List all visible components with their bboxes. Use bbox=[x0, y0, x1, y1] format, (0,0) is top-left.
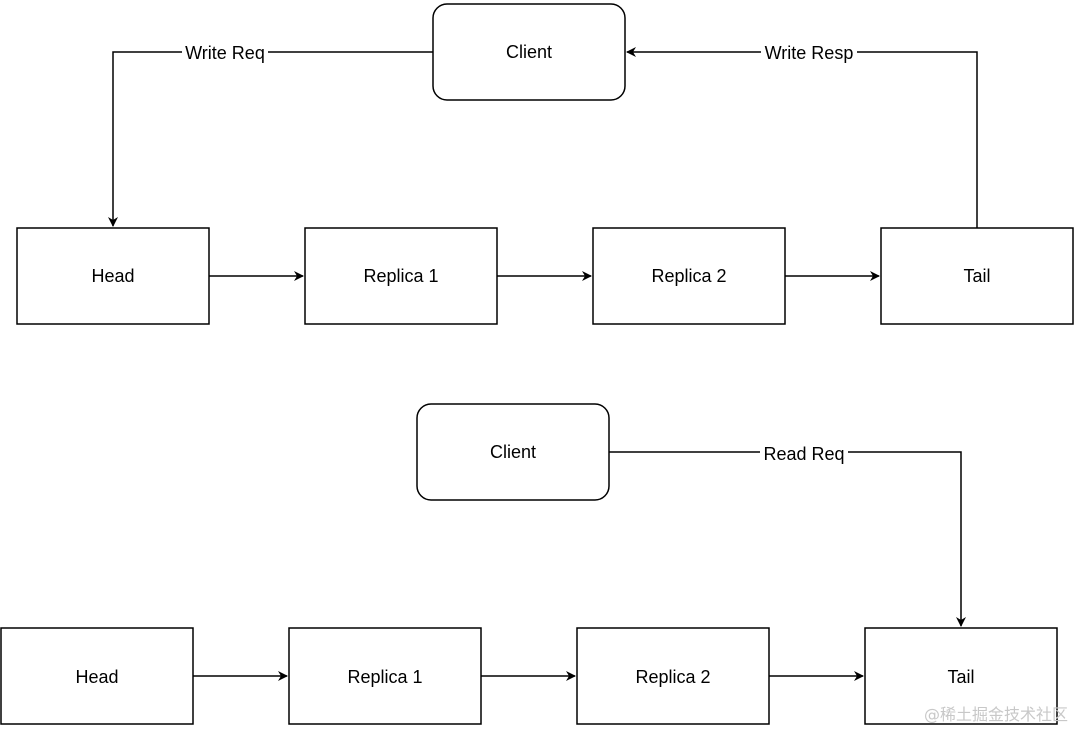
watermark-text: @稀土掘金技术社区 bbox=[924, 705, 1068, 724]
top-replica1-node[interactable]: Replica 1 bbox=[304, 227, 498, 325]
bottom-read-req-label-bg bbox=[760, 442, 848, 464]
bottom-read-req-label: Read Req bbox=[763, 444, 844, 464]
top-write-resp-edge bbox=[626, 47, 978, 228]
top-replica2-node[interactable]: Replica 2 bbox=[592, 227, 786, 325]
top-write-resp-label-bg bbox=[761, 42, 857, 64]
top-client-node[interactable]: Client bbox=[432, 3, 626, 101]
bottom-replica2-node[interactable]: Replica 2 bbox=[576, 627, 770, 725]
top-write-resp-label: Write Resp bbox=[765, 43, 854, 63]
bottom-client-node[interactable]: Client bbox=[416, 403, 610, 501]
bottom-read-req-edge bbox=[609, 451, 966, 627]
top-client-label: Client bbox=[506, 42, 552, 62]
top-head-label: Head bbox=[91, 266, 134, 286]
top-tail-label: Tail bbox=[963, 266, 990, 286]
bottom-head-node[interactable]: Head bbox=[0, 627, 194, 725]
top-replica1-label: Replica 1 bbox=[363, 266, 438, 286]
top-head-node[interactable]: Head bbox=[16, 227, 210, 325]
top-write-req-label-bg bbox=[182, 42, 268, 64]
top-replica2-label: Replica 2 bbox=[651, 266, 726, 286]
bottom-replica1-node[interactable]: Replica 1 bbox=[288, 627, 482, 725]
bottom-client-label: Client bbox=[490, 442, 536, 462]
bottom-head-label: Head bbox=[75, 667, 118, 687]
bottom-replica2-label: Replica 2 bbox=[635, 667, 710, 687]
bottom-tail-node[interactable]: Tail bbox=[864, 627, 1058, 725]
top-tail-node[interactable]: Tail bbox=[880, 227, 1074, 325]
top-write-req-label: Write Req bbox=[185, 43, 265, 63]
bottom-tail-label: Tail bbox=[947, 667, 974, 687]
bottom-replica1-label: Replica 1 bbox=[347, 667, 422, 687]
top-write-req-edge bbox=[108, 51, 433, 227]
